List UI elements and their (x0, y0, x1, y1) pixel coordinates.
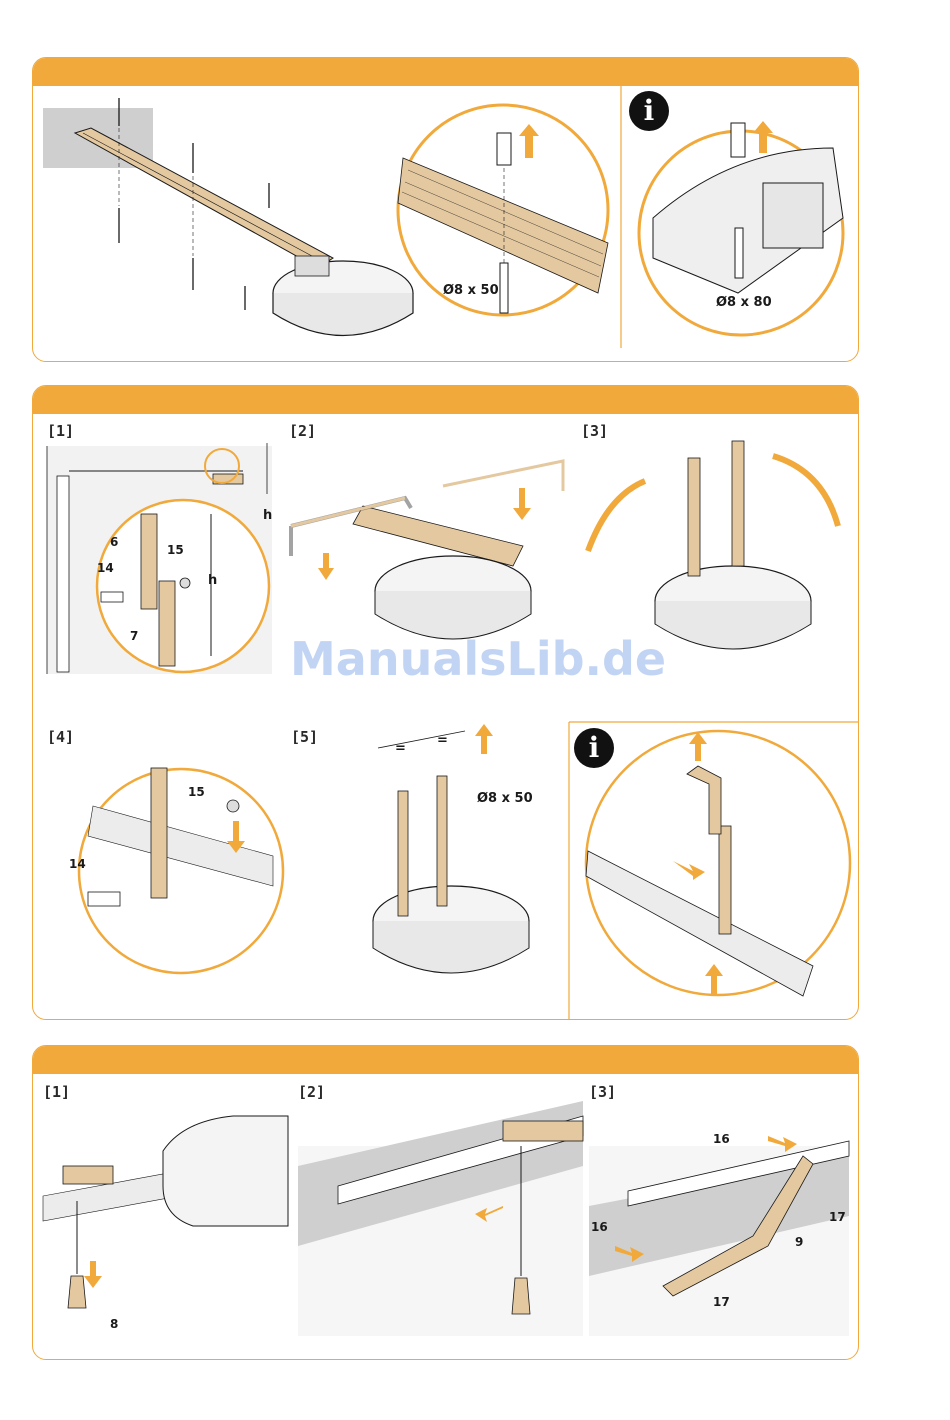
bracket-mounting-illustration: h h 6 15 14 7 15 14 (33, 386, 859, 1020)
release-mounting-illustration: 8 16 16 9 17 17 (33, 1046, 859, 1360)
arrow-down-icon (318, 553, 334, 580)
part-label-7: 7 (130, 629, 138, 643)
equal-mark: = (437, 733, 448, 748)
rotate-arrow-icon (773, 456, 838, 526)
screw-icon (500, 263, 508, 313)
part-label-17: 17 (713, 1295, 730, 1309)
panel-rail-mounting: Ø8 x 50 Ø8 x 80 i (32, 57, 859, 362)
anchor-icon (497, 133, 511, 165)
dim-h-top: h (263, 508, 272, 523)
callout-screw-label: Ø8 x 50 (477, 791, 533, 806)
arrow-down-icon (513, 488, 531, 520)
part-label-15: 15 (188, 785, 205, 799)
rotate-arrow-icon (588, 481, 645, 551)
bracket-part-6 (141, 514, 157, 609)
arrow-up-icon (475, 724, 493, 754)
part-label-17: 17 (829, 1210, 846, 1224)
part-label-16: 16 (591, 1220, 608, 1234)
motor-unit (163, 1116, 288, 1226)
info-detail-circle (586, 731, 850, 995)
part-label-16: 16 (713, 1132, 730, 1146)
dim-h-detail: h (208, 573, 217, 588)
panel-bracket-mounting: [1] [2] [3] [4] [5] h h 6 15 14 7 (32, 385, 859, 1020)
callout-main-label: Ø8 x 50 (443, 283, 499, 298)
part-label-9: 9 (795, 1235, 803, 1249)
part-label-8: 8 (110, 1317, 118, 1331)
pull-handle (512, 1278, 530, 1314)
part-label-14: 14 (97, 561, 114, 575)
info-icon: i (574, 728, 614, 768)
part-label-15: 15 (167, 543, 184, 557)
arrow-down-icon (84, 1261, 102, 1288)
bracket-part-7 (159, 581, 175, 666)
part-label-6: 6 (110, 535, 118, 549)
part-label-14: 14 (69, 857, 86, 871)
equal-mark: = (395, 741, 406, 756)
info-icon: i (629, 91, 669, 131)
pull-handle (68, 1276, 86, 1308)
callout-info-label: Ø8 x 80 (716, 295, 772, 310)
rail-mounting-illustration: Ø8 x 50 Ø8 x 80 (33, 58, 859, 362)
watermark: ManualsLib.de (290, 632, 666, 686)
panel-release-mounting: [1] [2] [3] 8 16 16 9 17 17 (32, 1045, 859, 1360)
screw-icon (735, 228, 743, 278)
anchor-icon (731, 123, 745, 157)
